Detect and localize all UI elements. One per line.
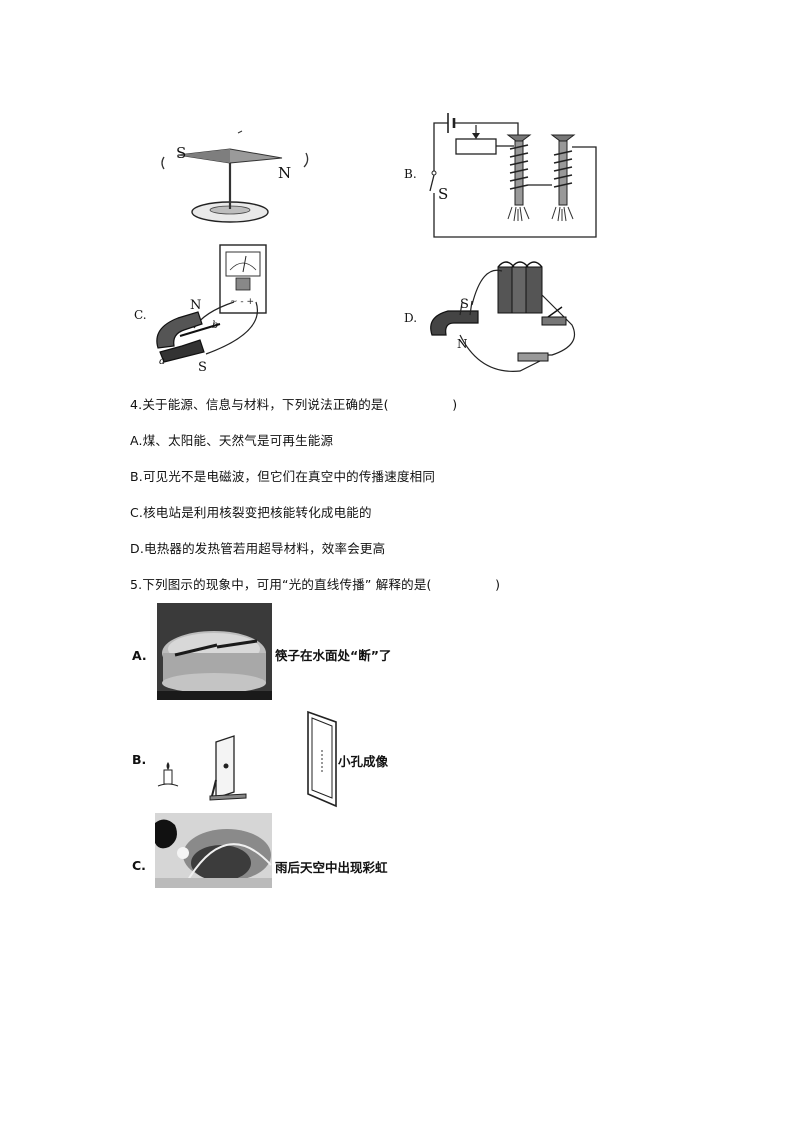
compass-label-s: S xyxy=(176,144,187,162)
q4-option-d: D.电热器的发热管若用超导材料，效率会更高 xyxy=(130,541,386,556)
option-b-label: B. xyxy=(404,167,417,181)
q4-option-a: A.煤、太阳能、天然气是可再生能源 xyxy=(130,433,334,448)
q5-option-c-label: C. xyxy=(132,858,146,873)
switch-label-s: S xyxy=(438,185,449,203)
electromagnet-drawing xyxy=(429,113,597,238)
q5-option-a-label: A. xyxy=(132,648,147,663)
q5-option-b-label: B. xyxy=(132,752,147,767)
generator-label-b: b xyxy=(212,320,219,331)
compass-drawing xyxy=(161,130,309,223)
rainbow-photo-art xyxy=(155,813,272,888)
generator-label-n: N xyxy=(190,298,202,313)
chopsticks-photo xyxy=(157,603,272,700)
generator-drawing: ~ - + xyxy=(156,244,267,363)
option-d-label: D. xyxy=(404,311,418,325)
q5-option-c-caption: 雨后天空中出现彩虹 xyxy=(275,860,388,875)
q4-stem: 4.关于能源、信息与材料，下列说法正确的是( ) xyxy=(130,397,458,412)
q5-option-a-caption: 筷子在水面处“断”了 xyxy=(275,648,392,663)
motor-drawing xyxy=(430,261,576,372)
figure-generator: C. ~ - + N b a S xyxy=(130,240,280,380)
figure-motor: D. S N xyxy=(400,255,590,380)
generator-label-s: S xyxy=(198,360,207,375)
figure-electromagnet: B. S xyxy=(400,105,610,245)
motor-label-n: N xyxy=(457,337,468,351)
figure-compass: S N xyxy=(150,125,330,230)
chopsticks-photo-art xyxy=(157,603,272,700)
option-c-label: C. xyxy=(134,308,147,322)
q5-stem: 5.下列图示的现象中，可用“光的直线传播” 解释的是( ) xyxy=(130,577,501,592)
pinhole-drawing xyxy=(157,710,337,808)
q4-option-b: B.可见光不是电磁波，但它们在真空中的传播速度相同 xyxy=(130,469,436,484)
generator-label-a: a xyxy=(159,356,165,367)
q5-option-b-caption: 小孔成像 xyxy=(338,754,389,769)
svg-text:~ - +: ~ - + xyxy=(230,297,254,307)
compass-label-n: N xyxy=(278,164,292,182)
motor-label-s: S xyxy=(460,297,469,312)
q4-option-c: C.核电站是利用核裂变把核能转化成电能的 xyxy=(130,505,372,520)
rainbow-photo xyxy=(155,813,272,888)
